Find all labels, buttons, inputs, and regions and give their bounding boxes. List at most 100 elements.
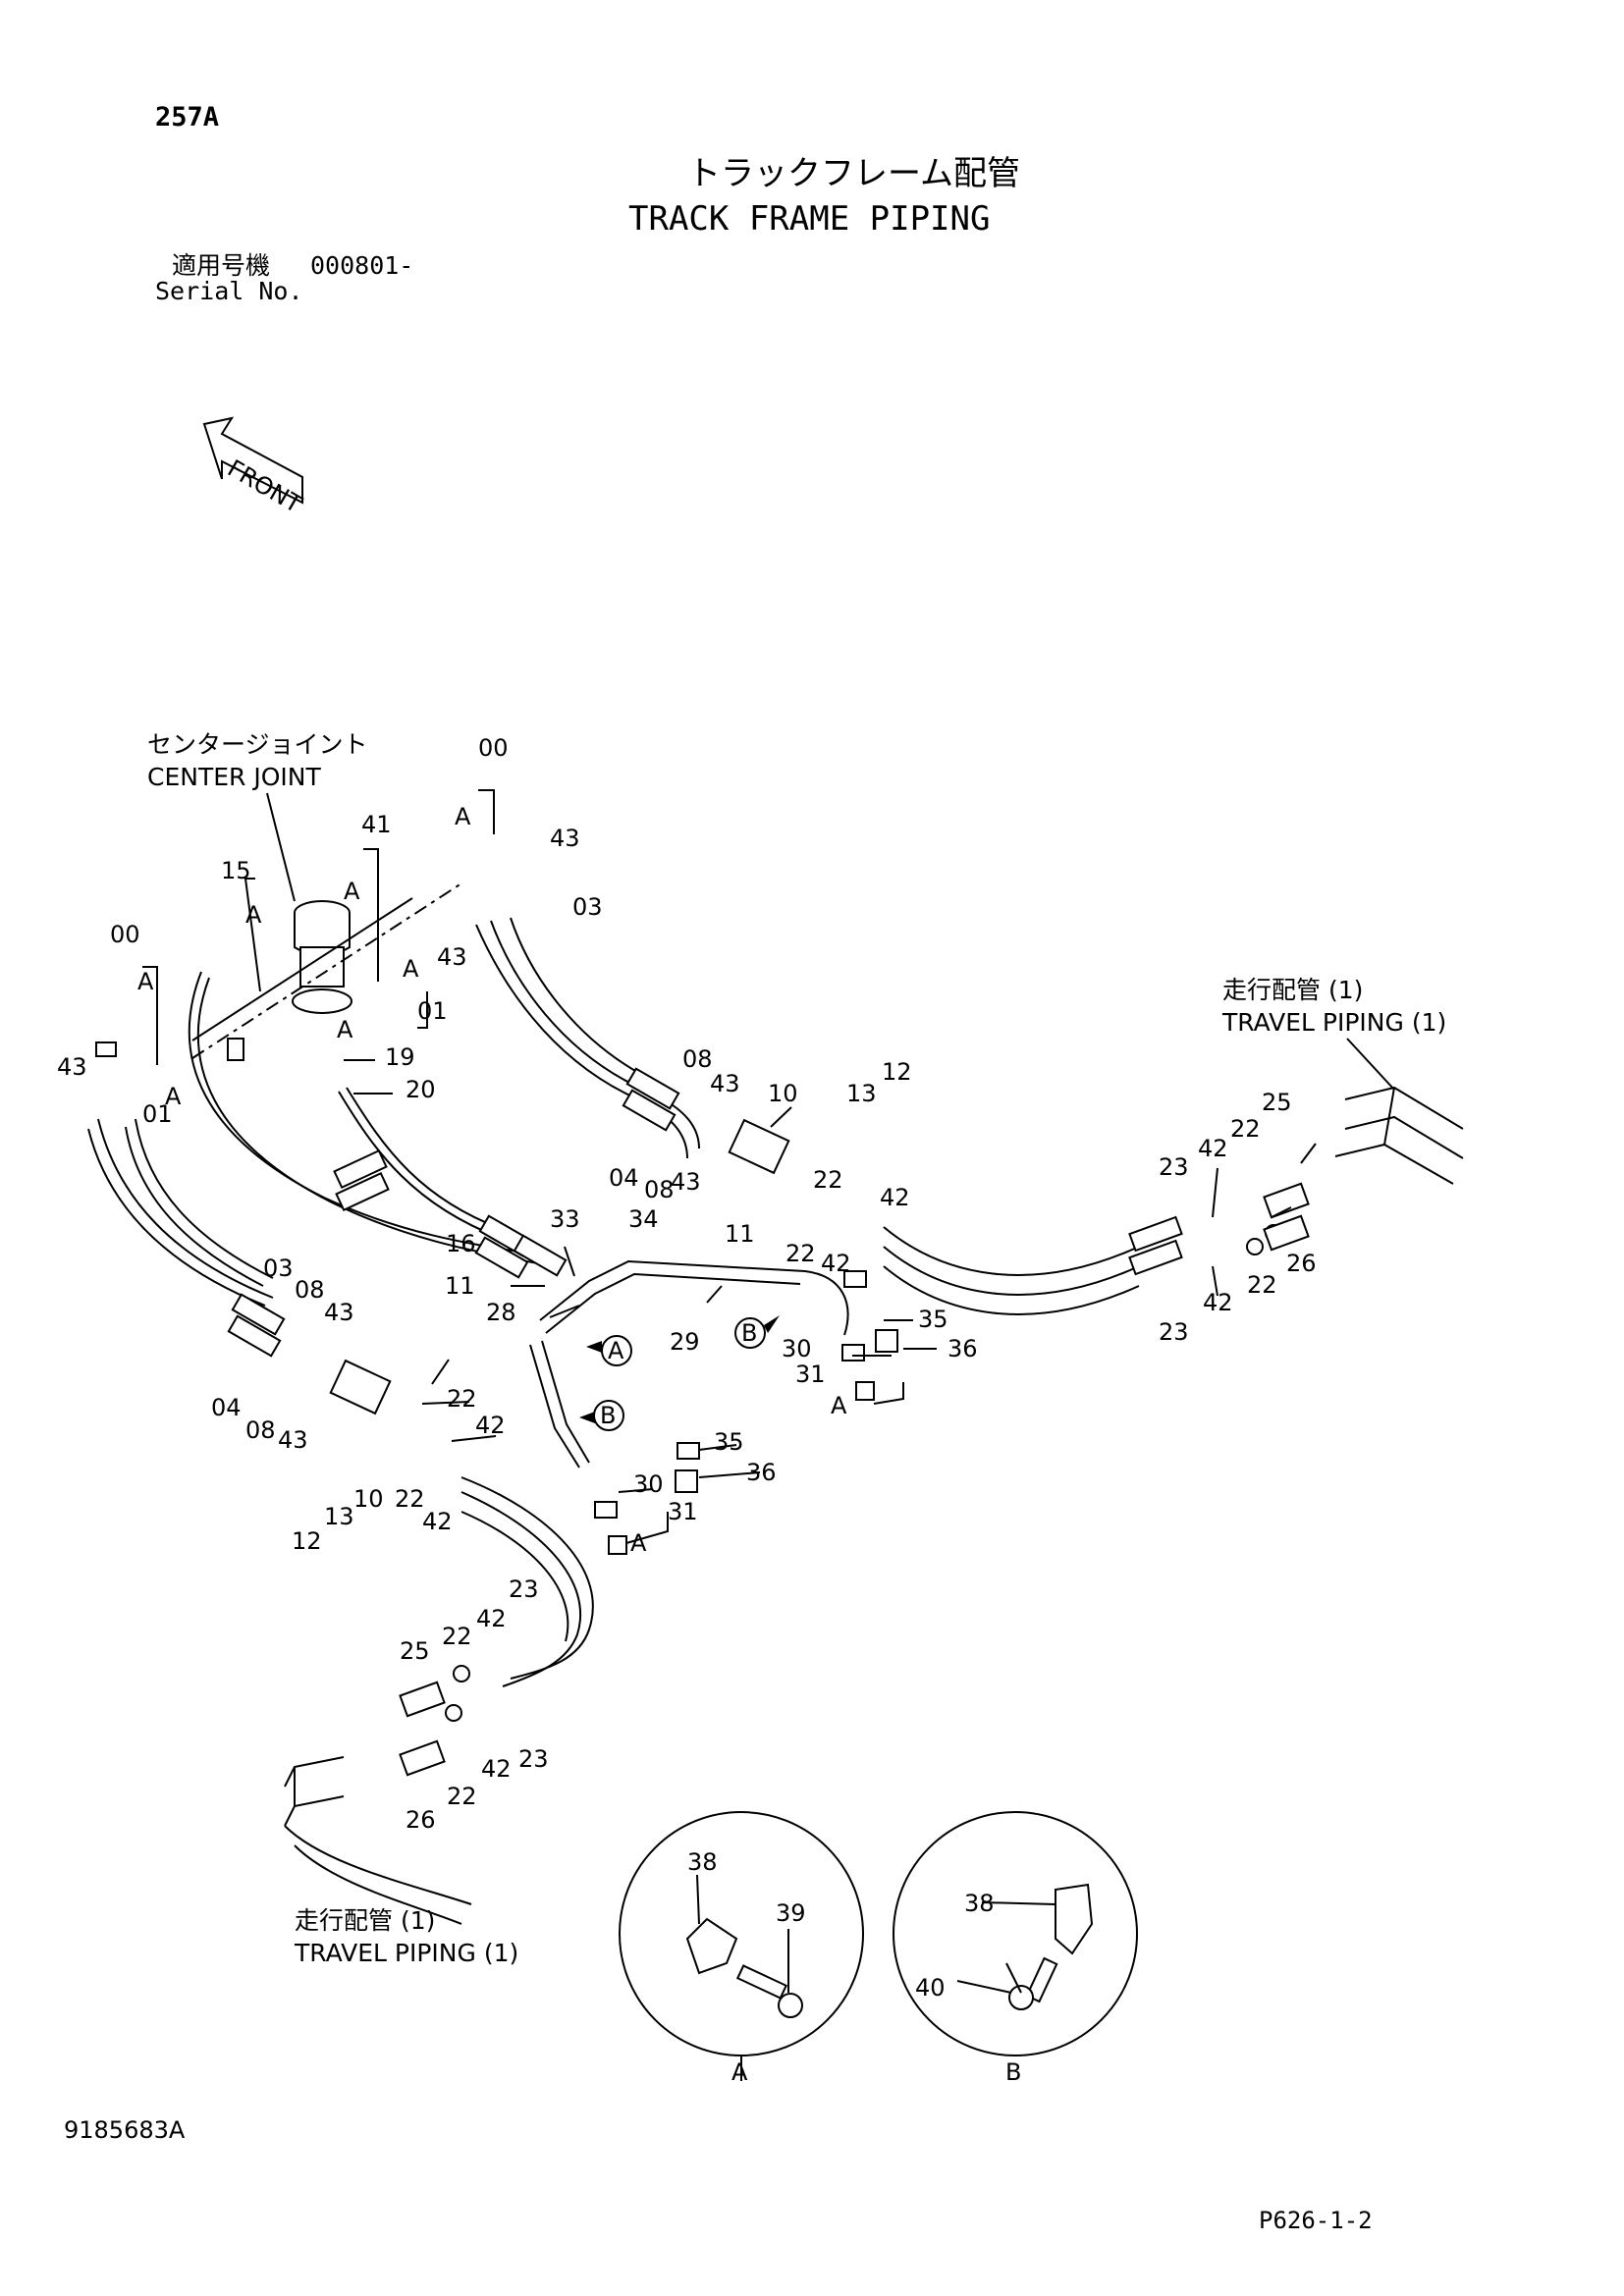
part-label-12: 12 [882,1058,912,1086]
part-label-43-b: 43 [437,943,467,971]
part-number-labels: 00 A 43 03 41 A 15 A 43 A 01 A 19 20 00 … [57,734,1317,2002]
serial-range: 000801- [310,251,414,280]
part-label-42-lower: 42 [476,1605,507,1632]
detail-view-a: A [619,1811,864,2086]
part-label-04: 04 [609,1164,639,1192]
part-label-35: 35 [918,1306,948,1333]
svg-text:A: A [630,1529,647,1557]
part-label-41: 41 [361,811,392,838]
part-label-29: 29 [670,1328,700,1356]
part-label-43-e: 43 [324,1299,354,1326]
part-label-00-left: 00 [110,921,140,948]
part-label-31: 31 [795,1361,826,1388]
view-b-marker-upper: B [734,1315,780,1349]
page-code: 257A [155,102,220,133]
part-label-42-f: 42 [422,1508,453,1535]
part-label-11: 11 [725,1220,755,1248]
travel-piping-en-label-upper: TRAVEL PIPING (1) [1221,1008,1446,1037]
part-label-13: 13 [846,1080,877,1107]
svg-text:A: A [731,2058,748,2086]
part-label-10: 10 [768,1080,798,1107]
part-label-04-left: 04 [211,1394,242,1421]
leader-lines [142,789,1317,1994]
part-label-22-f: 22 [395,1485,425,1513]
part-label-25: 25 [1262,1089,1292,1116]
travel-piping-jp-label-upper: 走行配管 (1) [1222,976,1363,1004]
part-label-08-c: 08 [295,1276,325,1304]
svg-text:B: B [1005,2058,1021,2086]
part-label-08-d: 08 [245,1416,276,1444]
part-label-43-d: 43 [671,1168,701,1196]
part-label-20: 20 [406,1076,436,1103]
part-label-42-b: 42 [821,1250,851,1277]
svg-text:A: A [455,803,471,830]
part-label-26: 26 [1286,1250,1317,1277]
part-label-38-b: 38 [964,1890,995,1917]
fittings [95,1038,1310,1777]
part-label-08-b: 08 [644,1176,675,1203]
part-label-22-e: 22 [447,1385,477,1413]
front-arrow-icon: FRONT [202,416,306,518]
part-label-00: 00 [478,734,509,762]
hose-ferrules [227,1067,680,1358]
svg-text:B: B [741,1319,757,1347]
part-label-31-b: 31 [668,1498,698,1525]
part-label-22-c: 22 [1230,1115,1261,1143]
part-label-30: 30 [782,1335,812,1362]
part-label-01: 01 [417,997,448,1025]
travel-piping-jp-label-lower: 走行配管 (1) [295,1906,435,1935]
part-label-19: 19 [385,1043,415,1071]
travel-piping-en-label-lower: TRAVEL PIPING (1) [294,1939,518,1967]
junction-block-lower [329,1359,392,1415]
serial-label: Serial No. [155,277,303,305]
part-label-42-e: 42 [475,1412,506,1439]
part-label-23: 23 [1159,1153,1189,1181]
center-joint-en-label: CENTER JOINT [147,763,321,791]
view-a-marker: A [586,1335,632,1366]
svg-text:A: A [165,1083,182,1110]
part-label-42-c: 42 [1198,1135,1228,1162]
part-label-22-d: 22 [1247,1271,1277,1299]
part-label-03-left: 03 [263,1255,294,1282]
part-label-13-left: 13 [324,1503,354,1530]
part-label-23-lower: 23 [509,1575,539,1603]
part-label-22-lower-b: 22 [447,1783,477,1810]
page-reference: P626-1-2 [1259,2207,1373,2234]
part-label-28: 28 [486,1299,516,1326]
part-label-11-b: 11 [445,1272,475,1300]
part-label-43-f: 43 [278,1426,308,1454]
part-label-40: 40 [915,1974,946,2002]
applicable-label: 適用号機 [172,251,271,280]
part-label-01-left: 01 [142,1100,173,1128]
svg-text:A: A [344,878,360,905]
part-label-38-a: 38 [687,1848,718,1876]
part-label-23-lower-b: 23 [518,1745,549,1773]
part-label-10-left: 10 [353,1485,384,1513]
part-label-22: 22 [813,1166,843,1194]
center-joint-jp-label: センタージョイント [147,730,368,759]
part-label-42-d: 42 [1203,1289,1233,1316]
part-label-15: 15 [221,857,251,884]
part-label-35-b: 35 [714,1428,744,1456]
part-label-33: 33 [550,1205,580,1233]
title-english: TRACK FRAME PIPING [628,199,991,239]
part-label-03: 03 [572,893,603,921]
front-arrow-label: FRONT [223,454,306,518]
travel-piping-right [1334,1086,1464,1185]
svg-text:B: B [600,1402,616,1429]
svg-text:A: A [337,1016,353,1043]
part-label-43-c: 43 [710,1070,740,1097]
part-label-25-lower: 25 [400,1637,430,1665]
svg-text:A: A [831,1392,847,1419]
part-label-23-b: 23 [1159,1318,1189,1346]
drawing-number: 9185683A [64,2116,186,2144]
part-label-08: 08 [682,1045,713,1073]
part-label-34: 34 [628,1205,659,1233]
part-label-22-b: 22 [785,1240,816,1267]
detail-view-b: B [893,1811,1138,2086]
view-b-marker-lower: B [579,1400,624,1431]
travel-piping-lower [284,1756,472,1925]
part-label-42: 42 [880,1184,910,1211]
svg-text:A: A [137,968,154,995]
